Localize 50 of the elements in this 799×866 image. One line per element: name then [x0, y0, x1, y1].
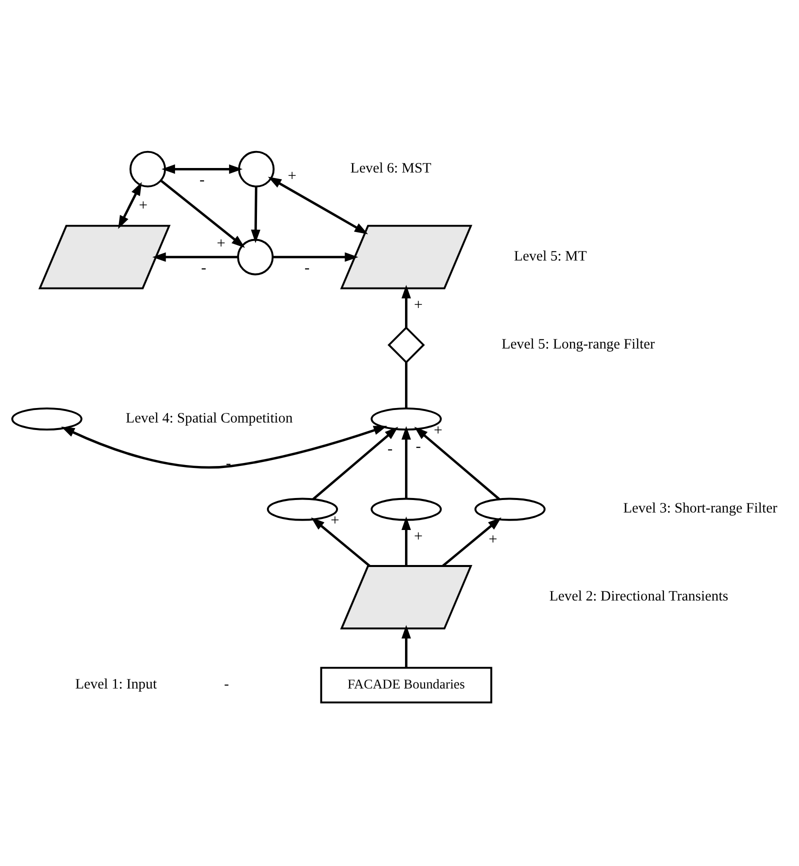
arrow: [268, 176, 368, 234]
edge-label: +: [216, 234, 226, 252]
node-parallelogram: [340, 564, 472, 629]
label: Level 3: Short-range Filter: [623, 500, 778, 516]
arrow: [272, 252, 358, 262]
node-ellipse: [474, 497, 546, 520]
edge-label: +: [414, 528, 423, 545]
label: -: [224, 676, 229, 692]
arrow: [414, 426, 500, 500]
label: Level 6: MST: [350, 160, 432, 176]
label: Level 1: Input: [75, 676, 157, 692]
edge-label: -: [226, 454, 232, 472]
arrow: [402, 516, 411, 566]
arrow: [162, 164, 243, 174]
edge-label: -: [201, 258, 206, 276]
node-parallelogram: [38, 224, 171, 289]
node-parallelogram: [340, 224, 472, 289]
node-circle: [237, 238, 274, 275]
arrow: [311, 516, 370, 566]
edge-label: +: [434, 421, 442, 438]
edge-label: +: [138, 196, 148, 214]
arrow: [152, 252, 238, 262]
edge-label: -: [199, 170, 205, 188]
label: Level 4: Spatial Competition: [126, 410, 293, 426]
label: Level 2: Directional Transients: [549, 588, 728, 604]
arrow: [61, 425, 388, 468]
arrow: [312, 426, 398, 500]
node-circle: [238, 150, 275, 187]
arrow: [118, 181, 142, 229]
edge-label: -: [304, 258, 310, 276]
connector: [405, 362, 408, 408]
arrow: [160, 179, 245, 248]
label: Level 5: Long-range Filter: [502, 336, 655, 352]
node-ellipse: [370, 497, 442, 520]
edge-label: +: [414, 296, 423, 313]
node-diamond: [388, 326, 425, 364]
edge-label: +: [330, 512, 340, 529]
arrow: [250, 186, 260, 243]
label: Level 5: MT: [514, 248, 587, 264]
edge-label: -: [388, 440, 393, 457]
node-box: FACADE Boundaries: [320, 666, 492, 703]
node-ellipse: [11, 406, 82, 430]
node-circle: [129, 150, 166, 187]
edge-label: +: [488, 530, 498, 548]
arrow: [442, 516, 502, 566]
arrow: [402, 624, 411, 668]
arrow: [402, 426, 411, 498]
edge-label: +: [288, 166, 296, 184]
arrow: [402, 284, 411, 327]
edge-label: -: [416, 437, 421, 454]
